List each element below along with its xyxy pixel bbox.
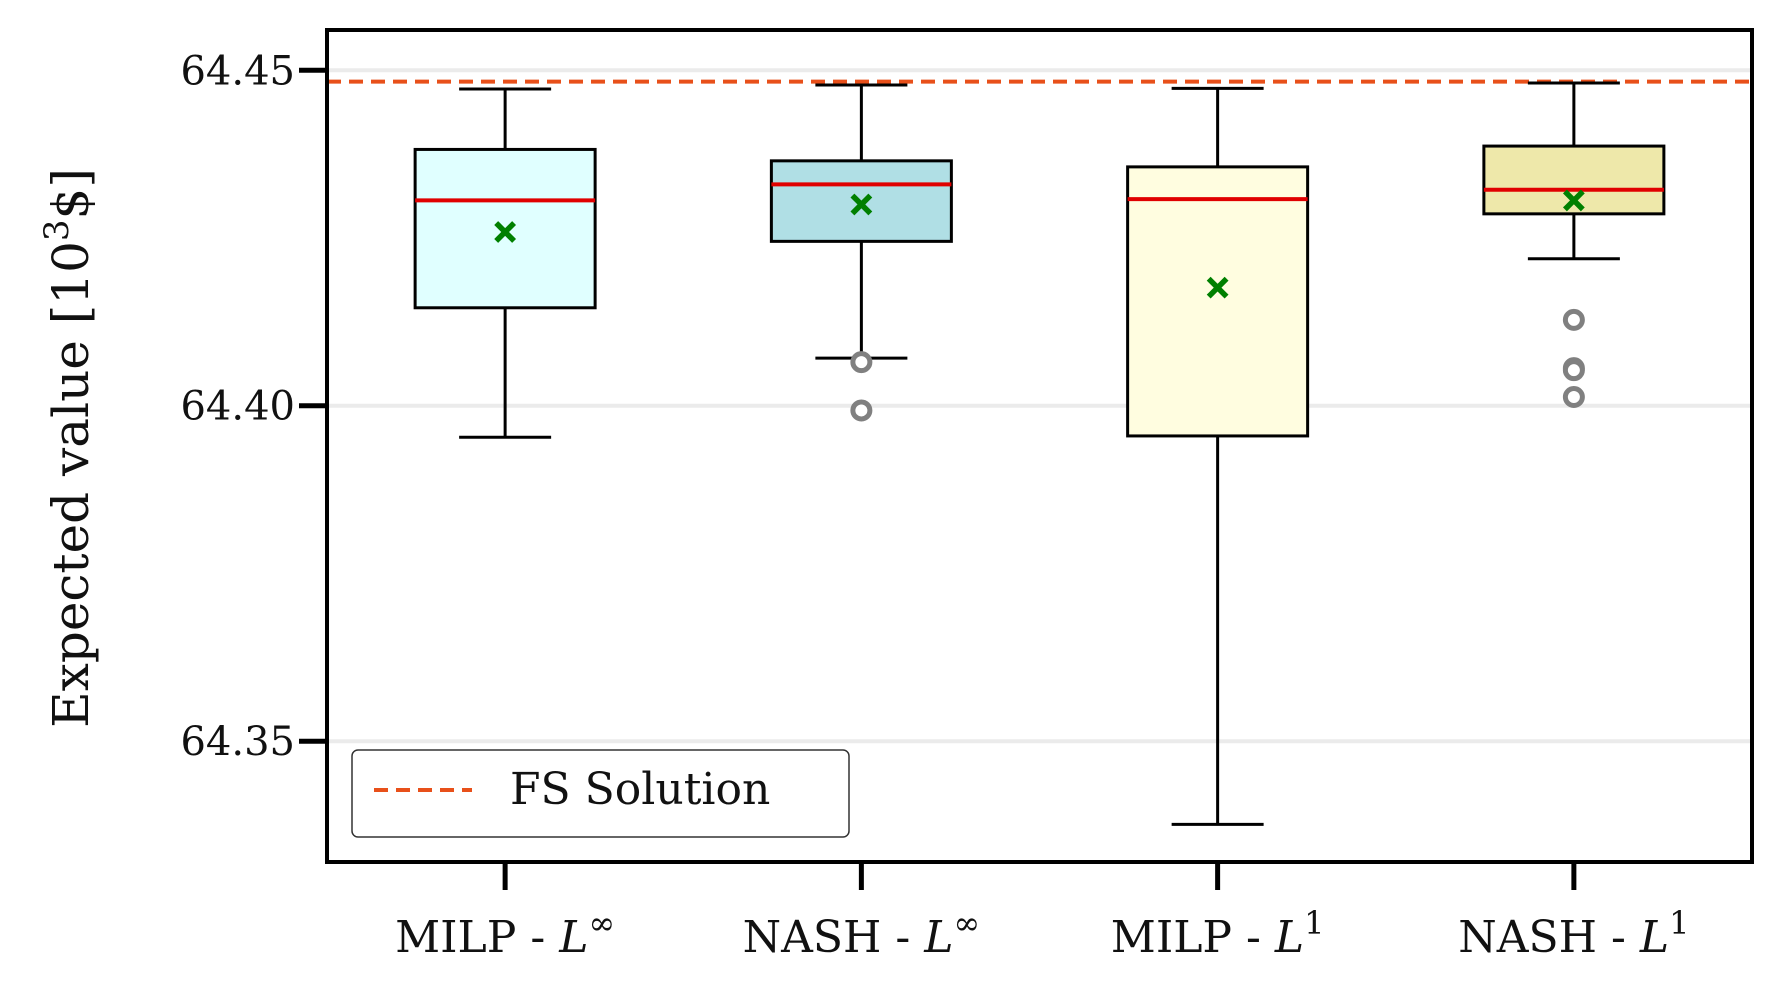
outlier-point-3 [1562, 386, 1585, 409]
mean-marker [1206, 276, 1229, 299]
outlier-point-0 [1562, 308, 1585, 331]
box-4 [1482, 81, 1666, 409]
y-tick-label-1: 64.40 [180, 384, 295, 430]
outlier-point-1 [850, 399, 873, 422]
box-1 [413, 87, 597, 439]
grid-lines [327, 68, 1752, 744]
plot-frame [325, 28, 1754, 864]
y-axis-label: Expected value [103$] [37, 168, 100, 728]
mean-marker [850, 193, 873, 216]
x-tick-label-1: NASH - L∞ [743, 904, 981, 963]
x-tick-label-3: NASH - L1 [1458, 904, 1689, 963]
x-tick-label-0: MILP - L∞ [395, 904, 615, 963]
y-axis-label-unit: $] [42, 168, 100, 219]
x-tick-label-2: MILP - L1 [1111, 904, 1325, 963]
y-tick-label-2: 64.45 [180, 48, 295, 94]
mean-marker [494, 221, 517, 243]
iqr-box [1126, 165, 1310, 438]
legend: FS Solution [351, 749, 850, 838]
box-3 [1126, 86, 1310, 826]
y-tick-label-0: 64.35 [180, 719, 295, 765]
mean-marker [1562, 189, 1585, 212]
outlier-point-2 [1562, 359, 1585, 382]
y-axis-label-sup: 3 [37, 219, 77, 241]
outlier-point-0 [850, 351, 873, 374]
legend-fs-label: FS Solution [510, 764, 770, 815]
y-axis-label-text: Expected value [10 [42, 241, 100, 728]
boxes-layer [413, 81, 1666, 826]
box-2 [769, 83, 953, 422]
legend-box [351, 749, 850, 838]
